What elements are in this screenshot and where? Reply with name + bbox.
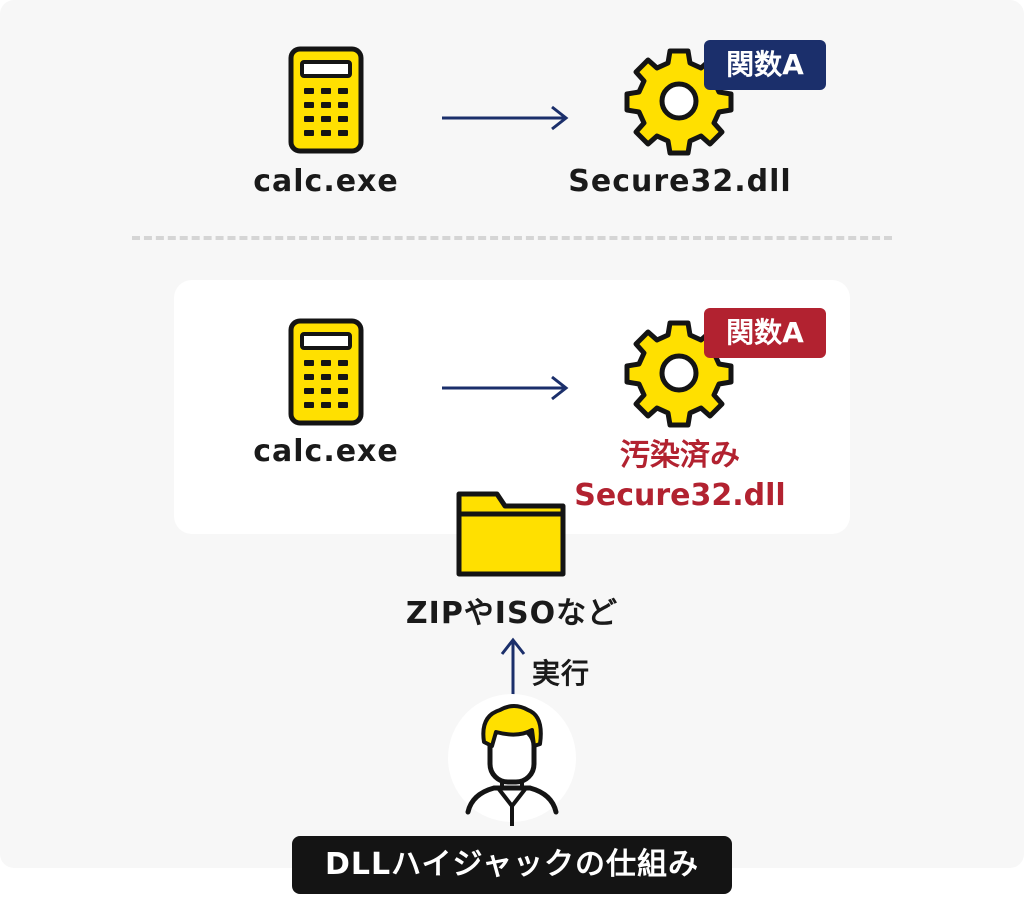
calculator-icon <box>288 318 364 426</box>
arrow-right-icon <box>440 104 572 132</box>
function-a-badge: 関数A <box>704 308 826 358</box>
exe-label: calc.exe <box>253 434 399 469</box>
user-icon <box>444 694 580 834</box>
infected-dll-label-line1: 汚染済み <box>620 438 740 473</box>
section-divider <box>132 236 892 240</box>
infected-dll-label-line2: Secure32.dll <box>574 478 786 513</box>
exe-label: calc.exe <box>253 164 399 199</box>
execute-label: 実行 <box>532 657 591 690</box>
folder-icon <box>455 488 567 578</box>
diagram-caption: DLLハイジャックの仕組み <box>292 836 732 894</box>
calculator-icon <box>288 46 364 154</box>
function-a-badge: 関数A <box>704 40 826 90</box>
dll-label: Secure32.dll <box>568 164 792 199</box>
arrow-right-icon <box>440 374 572 402</box>
archive-label: ZIPやISOなど <box>405 596 619 631</box>
